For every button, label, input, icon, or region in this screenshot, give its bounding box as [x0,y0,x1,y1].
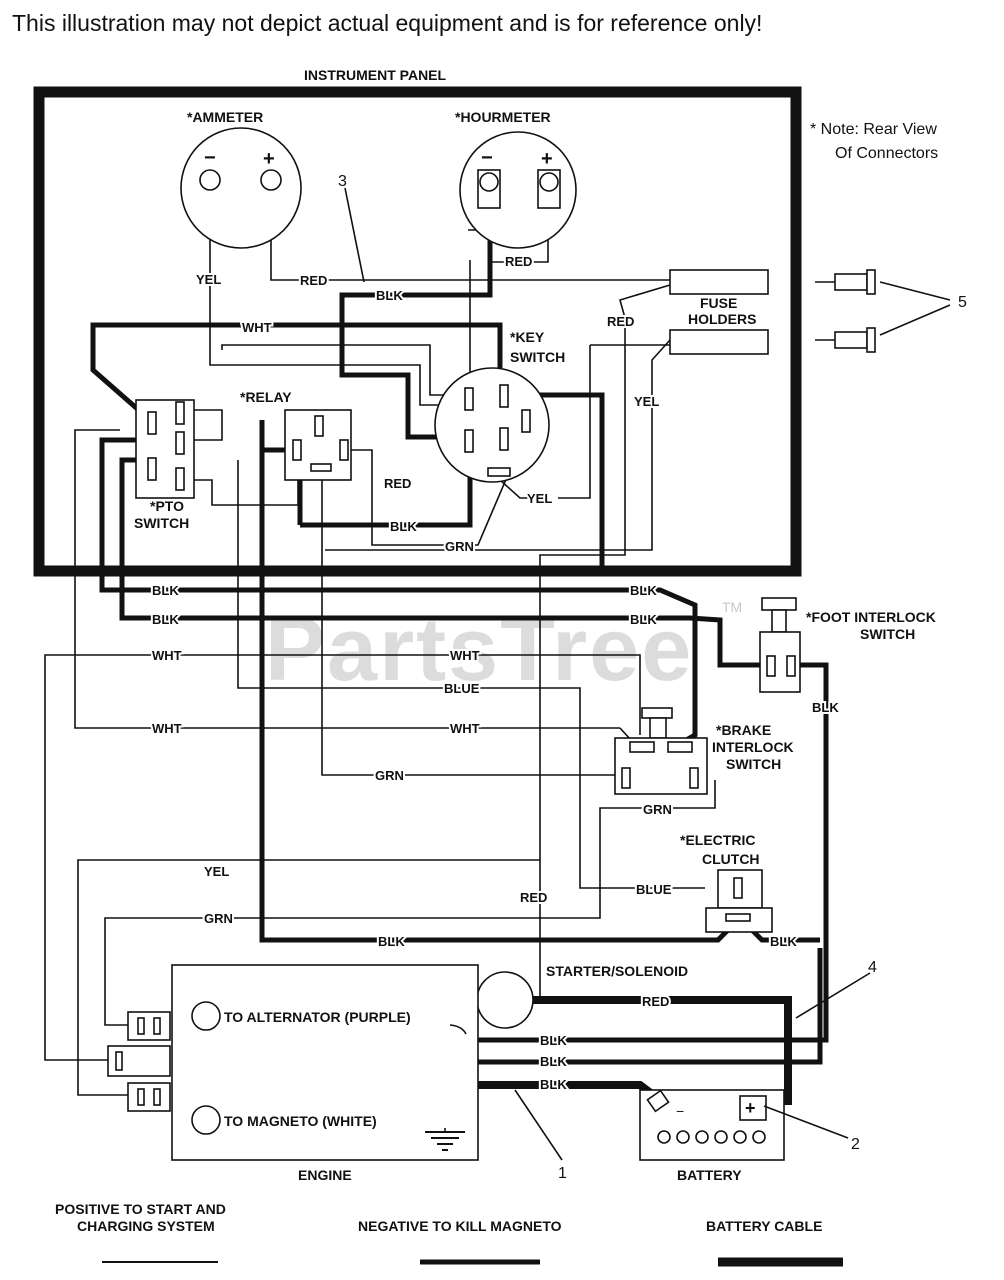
ammeter: *AMMETER − + [180,109,302,249]
foot-label-1: *FOOT INTERLOCK [806,609,936,625]
fuse-holders: FUSE HOLDERS [669,269,769,355]
legend-negative: NEGATIVE TO KILL MAGNETO [358,1218,562,1234]
brake-label-1: *BRAKE [716,722,771,738]
battery-label: BATTERY [677,1167,742,1183]
wire-label-blk-618-left: BLK [152,612,179,627]
wire-label-yel-860: YEL [204,864,229,879]
wire-label-wht-655-right: WHT [450,648,480,663]
electric-clutch: *ELECTRIC CLUTCH [680,832,773,933]
spare-fuses: 5 [815,269,967,353]
pto-switch: *PTO SWITCH [134,399,195,531]
hourmeter-minus: − [481,147,493,169]
wire-labels: YEL RED BLK RED WHT RED YEL RED YEL BLK … [150,252,841,1094]
callout-3: 3 [338,173,347,190]
magneto-label: TO MAGNETO (WHITE) [224,1113,377,1129]
battery: − + BATTERY [639,1089,785,1183]
key-switch: *KEY SWITCH [434,329,565,483]
wire-label-red-battery: RED [642,994,669,1009]
legend-positive-1: POSITIVE TO START AND [55,1201,226,1217]
fuse-label-1: FUSE [700,295,737,311]
note-line-1: * Note: Rear View [810,121,937,138]
wire-label-grn-775: GRN [375,768,404,783]
wire-label-blk-590-left: BLK [152,583,179,598]
wire-label-red-fuse: RED [607,314,634,329]
hourmeter: *HOURMETER − + [455,109,577,249]
wire-label-blk-clutch: BLK [770,934,797,949]
panel-title: INSTRUMENT PANEL [304,67,447,83]
clutch-label-2: CLUTCH [702,851,760,867]
ammeter-plus: + [263,148,275,170]
wire-label-red-ammeter: RED [300,273,327,288]
wire-label-yel-ammeter: YEL [196,272,221,287]
wire-label-blue: BLUE [444,681,480,696]
wire-label-grn-808: GRN [643,802,672,817]
instrument-panel-frame [33,86,802,577]
wire-label-blk-590-right: BLK [630,583,657,598]
note-line-2: Of Connectors [835,145,938,162]
battery-minus: − [676,1103,684,1119]
brake-label-3: SWITCH [726,756,781,772]
wire-label-blue-888: BLUE [636,882,672,897]
wire-label-yel-key: YEL [527,491,552,506]
key-switch-label-2: SWITCH [510,349,565,365]
foot-interlock-switch: *FOOT INTERLOCK SWITCH [759,597,936,693]
foot-label-2: SWITCH [860,626,915,642]
wire-label-wht-pto: WHT [242,320,272,335]
wire-label-grn-918: GRN [204,911,233,926]
hourmeter-label: *HOURMETER [455,109,551,125]
alternator-label: TO ALTERNATOR (PURPLE) [224,1009,411,1025]
callout-2: 2 [851,1136,860,1153]
ammeter-label: *AMMETER [187,109,263,125]
wire-label-blk-relay: BLK [390,519,417,534]
wire-label-wht-728-right: WHT [450,721,480,736]
relay-label: *RELAY [240,389,292,405]
pto-label-1: *PTO [150,498,184,514]
wire-label-red-hour: RED [505,254,532,269]
hourmeter-plus: + [541,148,553,170]
starter-label: STARTER/SOLENOID [546,963,688,979]
wire-label-grn-relay: GRN [445,539,474,554]
ammeter-minus: − [204,147,216,169]
engine-label: ENGINE [298,1167,352,1183]
wire-label-blk-hour: BLK [376,288,403,303]
pto-label-2: SWITCH [134,515,189,531]
key-switch-label-1: *KEY [510,329,545,345]
wire-label-blk-618-right: BLK [630,612,657,627]
wire-label-blk-1062: BLK [540,1054,567,1069]
disclaimer-text: This illustration may not depict actual … [12,10,763,36]
wire-label-red-relay: RED [384,476,411,491]
legend: POSITIVE TO START AND CHARGING SYSTEM NE… [55,1201,843,1267]
wire-label-wht-728-left: WHT [152,721,182,736]
wire-label-blk-940: BLK [378,934,405,949]
legend-positive-2: CHARGING SYSTEM [77,1218,215,1234]
relay: *RELAY [240,389,352,481]
clutch-label-1: *ELECTRIC [680,832,755,848]
wire-label-blk-1040: BLK [540,1033,567,1048]
watermark-tm: TM [722,599,742,615]
engine: TO ALTERNATOR (PURPLE) TO MAGNETO (WHITE… [107,964,479,1183]
wire-label-blk-foot: BLK [812,700,839,715]
wire-label-wht-655-left: WHT [152,648,182,663]
callout-5: 5 [958,294,967,311]
wire-label-red-starter: RED [520,890,547,905]
starter-solenoid: STARTER/SOLENOID [476,963,688,1029]
fuse-label-2: HOLDERS [688,311,756,327]
callout-4: 4 [868,959,877,976]
callout-1: 1 [558,1165,567,1182]
callouts: 3 4 2 1 [338,173,877,1182]
brake-label-2: INTERLOCK [712,739,794,755]
brake-interlock-switch: *BRAKE INTERLOCK SWITCH [614,707,794,795]
wire-label-yel-fuse: YEL [634,394,659,409]
battery-plus: + [745,1098,756,1118]
wire-label-blk-1085: BLK [540,1077,567,1092]
legend-battery-cable: BATTERY CABLE [706,1218,822,1234]
